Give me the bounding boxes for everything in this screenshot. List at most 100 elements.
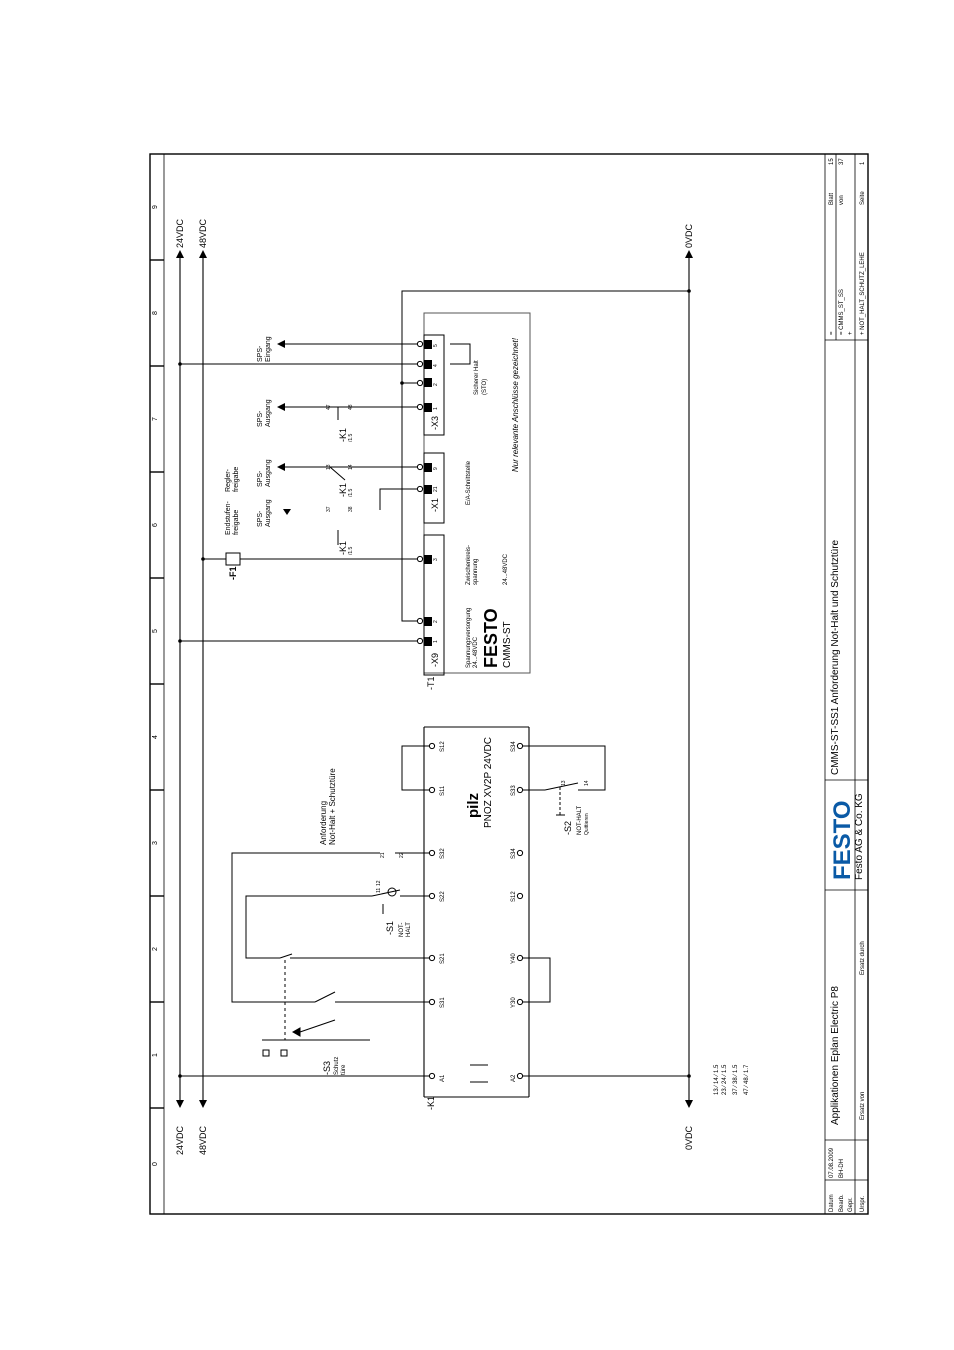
svg-text:pilz: pilz: [465, 793, 482, 818]
svg-text:1: 1: [433, 407, 439, 410]
grid-number-6: 6: [152, 523, 159, 527]
svg-text:HALT: HALT: [406, 922, 412, 937]
rail-24vdc-top-label: 24VDC: [175, 218, 185, 248]
svg-text:13 ⁄ 14 ⁄ 1.5: 13 ⁄ 14 ⁄ 1.5: [714, 1064, 720, 1095]
svg-text:2: 2: [433, 383, 439, 386]
rail-arrows: [176, 250, 693, 1108]
grid-number-4: 4: [152, 735, 159, 739]
svg-text:SPS-: SPS-: [257, 470, 264, 487]
svg-text:S12: S12: [511, 891, 517, 902]
rail-24vdc-bottom-label: 24VDC: [175, 1125, 185, 1155]
fuse-f1: [225, 552, 241, 566]
grid-number-5: 5: [152, 629, 159, 633]
svg-text:24...48VDC: 24...48VDC: [473, 636, 479, 668]
cmms-pin-terminals: [416, 340, 424, 645]
svg-text:S22: S22: [440, 891, 446, 902]
s1-label: -S1 NOT- HALT 11 12: [376, 880, 412, 937]
s3-label: -S3 Schutz türe: [322, 1057, 347, 1075]
svg-text:Zwischenkreis-: Zwischenkreis-: [466, 545, 472, 585]
grid-number-1: 1: [152, 1053, 159, 1057]
svg-text:23 ⁄ 24 ⁄ 1.5: 23 ⁄ 24 ⁄ 1.5: [722, 1064, 728, 1095]
power-rails: [179, 258, 690, 1107]
svg-text:Datum: Datum: [829, 1194, 835, 1212]
svg-text:-S2: -S2: [563, 821, 573, 835]
title-block-lines: [825, 154, 868, 1214]
s3-contact-numbers: 21 22: [380, 852, 405, 858]
s2-acknowledge-switch: [544, 782, 579, 816]
svg-text:38: 38: [348, 506, 354, 512]
svg-text:14: 14: [348, 464, 354, 470]
svg-text:Gepr.: Gepr.: [848, 1197, 854, 1212]
svg-text:1: 1: [860, 161, 866, 165]
k1-contact-list: 13 ⁄ 14 ⁄ 1.5 23 ⁄ 24 ⁄ 1.5 37 ⁄ 38 ⁄ 1.…: [714, 1064, 750, 1095]
svg-text:A2: A2: [511, 1074, 517, 1082]
svg-text:S11: S11: [440, 785, 446, 796]
svg-text:Seite: Seite: [860, 191, 866, 205]
k1-contact-labels: -K1 /1.5 37 38 -K1 /1.5 13 14 -K1 /1.5 4…: [326, 404, 354, 555]
s3-door-switch: [262, 953, 370, 1057]
grid-number-9: 9: [152, 205, 159, 209]
svg-text:37: 37: [839, 158, 845, 165]
svg-text:SPS-: SPS-: [257, 410, 264, 427]
svg-text:NOT-HALT: NOT-HALT: [577, 805, 583, 835]
svg-text:/1.5: /1.5: [348, 488, 354, 497]
svg-text:Ersatz von: Ersatz von: [860, 1092, 866, 1120]
svg-text:-X1: -X1: [430, 498, 440, 512]
drawing-title: CMMS-ST-SS1 Anforderung Not-Halt und Sch…: [830, 539, 841, 775]
svg-text:freigabe: freigabe: [233, 510, 240, 535]
rail-48vdc-top-label: 48VDC: [198, 218, 208, 248]
svg-text:freigabe: freigabe: [233, 467, 240, 492]
svg-text:9: 9: [433, 467, 439, 470]
svg-text:-S1: -S1: [385, 921, 395, 935]
svg-text:13: 13: [561, 780, 567, 786]
company-name: Festo AG & Co. KG: [854, 793, 865, 880]
grid-number-2: 2: [152, 947, 159, 951]
title-block-meta: Datum 07.08.2009 Bearb. BH-DH Gepr. Ursp…: [829, 158, 866, 1212]
festo-titleblock-logo: FESTO: [829, 800, 856, 880]
svg-text:S12: S12: [440, 741, 446, 752]
svg-text:21: 21: [380, 852, 386, 858]
svg-text:/1.5: /1.5: [348, 433, 354, 442]
svg-text:S21: S21: [440, 953, 446, 964]
svg-text:SPS-: SPS-: [257, 510, 264, 527]
cmms-pin-numbers: 1 2 3 21 9 1 2 4 5: [433, 344, 439, 643]
svg-text:48: 48: [348, 404, 354, 410]
svg-text:S34: S34: [511, 848, 517, 859]
cmms-tag: -T1: [426, 677, 436, 691]
svg-text:Eingang: Eingang: [265, 336, 272, 362]
svg-text:47 ⁄ 48 ⁄ 1.7: 47 ⁄ 48 ⁄ 1.7: [744, 1064, 750, 1095]
svg-text:1: 1: [433, 640, 439, 643]
svg-text:SPS-: SPS-: [257, 345, 264, 362]
svg-text:21: 21: [433, 486, 439, 492]
rail-labels: 24VDC 48VDC 0VDC 24VDC 48VDC 0VDC: [175, 218, 694, 1155]
svg-text:türe: türe: [341, 1064, 347, 1075]
svg-text:Urspr.: Urspr.: [860, 1196, 866, 1212]
pnoz-terminals: [428, 742, 524, 1080]
svg-text:47: 47: [326, 404, 332, 410]
svg-text:Regler-: Regler-: [225, 468, 232, 492]
svg-text:Spannungsversorgung: Spannungsversorgung: [466, 608, 472, 668]
svg-text:11: 11: [376, 888, 382, 893]
svg-text:-K1: -K1: [338, 428, 348, 442]
svg-text:Sicherer Halt: Sicherer Halt: [474, 360, 480, 395]
svg-text:Not-Halt + Schutztüre: Not-Halt + Schutztüre: [328, 768, 337, 845]
rail-48vdc-bottom-label: 48VDC: [198, 1125, 208, 1155]
svg-text:S32: S32: [440, 848, 446, 859]
cmms-section-labels: Spannungsversorgung 24...48VDC Zwischenk…: [466, 360, 509, 668]
svg-text:37: 37: [326, 506, 332, 512]
fuse-f1-tag: -F1: [228, 567, 238, 581]
grid-number-0: 0: [152, 1162, 159, 1166]
grid-number-7: 7: [152, 417, 159, 421]
svg-text:22: 22: [399, 852, 405, 858]
svg-text:von: von: [839, 195, 845, 205]
svg-text:= CMMS_ST_SS: = CMMS_ST_SS: [839, 289, 845, 335]
request-heading: Anforderung Not-Halt + Schutztüre: [319, 768, 337, 845]
svg-text:Bearb.: Bearb.: [839, 1194, 845, 1212]
svg-text:-K1: -K1: [338, 541, 348, 555]
svg-text:/1.5: /1.5: [348, 546, 354, 555]
project-name: Applikationen Eplan Electric P8: [830, 986, 841, 1125]
grid-number-3: 3: [152, 841, 159, 845]
svg-text:S33: S33: [511, 785, 517, 796]
svg-text:BH-DH: BH-DH: [839, 1159, 845, 1178]
